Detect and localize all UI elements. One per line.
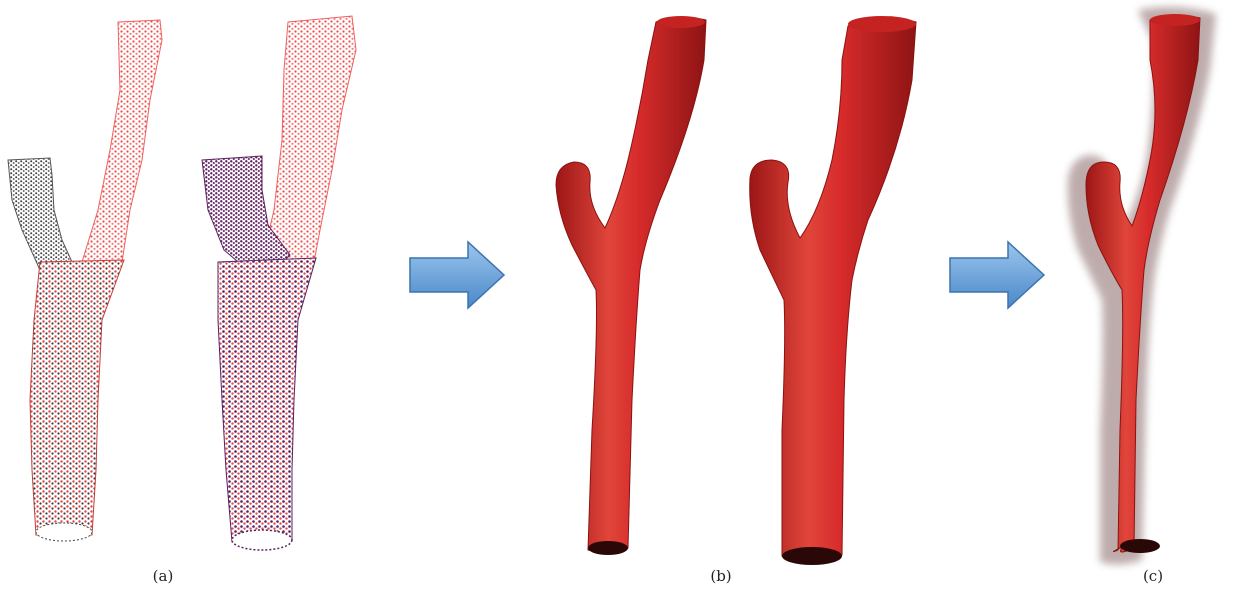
panel-label-b: (b) [710,567,731,585]
panel-a-point-clouds [8,16,356,550]
panel-label-a: (a) [153,567,174,585]
vessel-opening [782,547,842,565]
point-cloud-2 [202,16,356,550]
vessel-model-1 [556,16,706,555]
panel-c-halo-model [1068,7,1216,565]
right-arrow-1 [410,242,504,308]
panel-b-surface-models [556,16,916,565]
vessel-opening [588,541,628,555]
vessel-opening [1120,539,1160,553]
vessel-model-2 [750,16,916,565]
point-cloud-1 [8,20,162,541]
right-arrow-2 [950,242,1044,308]
panel-label-c: (c) [1143,567,1163,585]
